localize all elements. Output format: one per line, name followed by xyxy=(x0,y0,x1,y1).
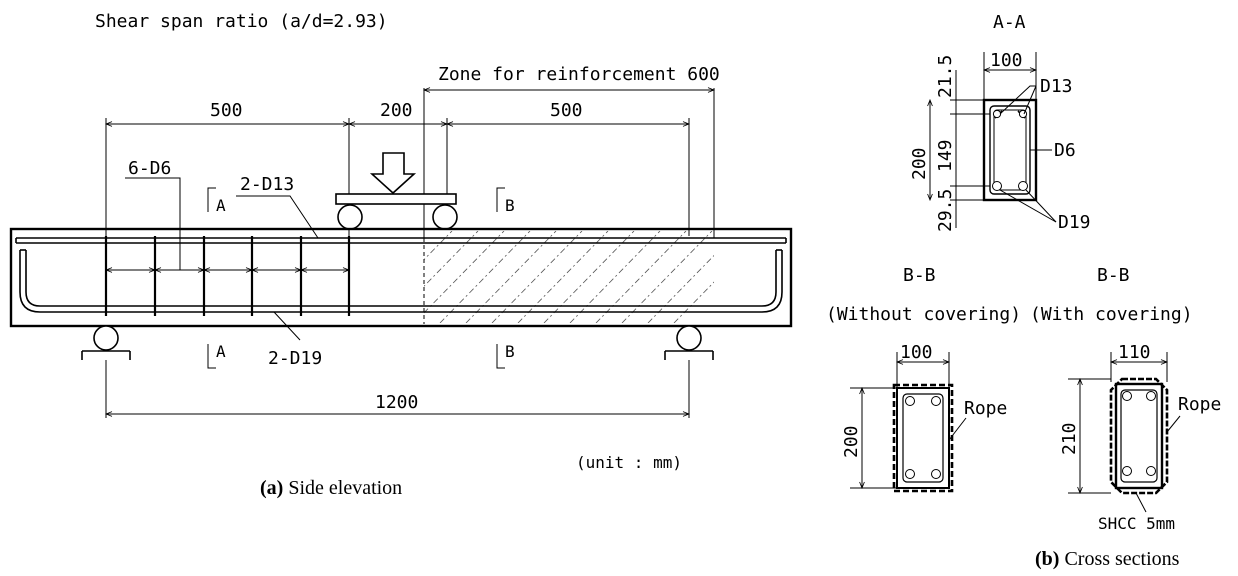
bb-with-shcc-label: SHCC 5mm xyxy=(1098,514,1175,533)
section-aa-title: A-A xyxy=(993,12,1026,33)
bb-without-subtitle: (Without covering) xyxy=(826,304,1021,325)
left-support-icon xyxy=(81,325,131,360)
bottom-bar-label: 2-D19 xyxy=(268,348,322,369)
unit-note: (unit : mm) xyxy=(576,453,682,472)
stirrup-spacing: 6-D6 xyxy=(106,158,349,270)
aa-width: 100 xyxy=(990,50,1023,71)
aa-dim-bot: 29.5 xyxy=(935,189,956,232)
stirrup-label: 6-D6 xyxy=(128,158,171,179)
top-dimensions: 500 200 500 xyxy=(106,100,689,236)
aa-top-bar-label: D13 xyxy=(1040,76,1073,97)
top-bar-label: 2-D13 xyxy=(240,174,294,195)
svg-text:B: B xyxy=(505,342,515,361)
bb-with-height: 210 xyxy=(1059,422,1080,455)
aa-dim-top: 21.5 xyxy=(935,55,956,98)
section-aa: A-A 100 200 21.5 149 29.5 D13 D6 D19 xyxy=(909,12,1091,233)
dim-500-right: 500 xyxy=(550,100,583,121)
bb-without-height: 200 xyxy=(841,425,862,458)
dim-200: 200 xyxy=(380,100,413,121)
stirrups xyxy=(104,236,351,316)
aa-stirrup-label: D6 xyxy=(1054,140,1076,161)
svg-text:A: A xyxy=(216,342,226,361)
dim-1200: 1200 xyxy=(375,392,418,413)
bb-with-rope-label: Rope xyxy=(1178,394,1221,415)
reinforcement-zone xyxy=(424,231,714,323)
bb-without-rope-label: Rope xyxy=(964,398,1007,419)
caption-b: (b) Cross sections xyxy=(1035,548,1180,570)
aa-dim-mid: 149 xyxy=(935,139,956,172)
section-bb-without: B-B (Without covering) 100 200 Rope xyxy=(826,265,1021,493)
bb-without-width: 100 xyxy=(900,342,933,363)
svg-text:A: A xyxy=(216,196,226,215)
caption-a: (a) Side elevation xyxy=(260,477,402,499)
zone-dimension: Zone for reinforcement 600 xyxy=(424,64,720,238)
right-support-icon xyxy=(664,325,714,360)
span-dimension: 1200 xyxy=(106,360,689,418)
bb-with-width: 110 xyxy=(1118,342,1151,363)
bb-with-title: B-B xyxy=(1097,265,1130,286)
shear-span-title: Shear span ratio (a/d=2.93) xyxy=(95,11,388,32)
bottom-rebar xyxy=(19,249,783,313)
top-rebar xyxy=(15,237,787,244)
aa-bottom-bar-label: D19 xyxy=(1058,212,1091,233)
section-marker-a: A A xyxy=(207,187,226,369)
bb-with-subtitle: (With covering) xyxy=(1030,304,1193,325)
section-marker-b: B B xyxy=(496,187,515,369)
dim-500-left: 500 xyxy=(210,100,243,121)
aa-height: 200 xyxy=(909,147,930,180)
svg-text:B: B xyxy=(505,196,515,215)
zone-label: Zone for reinforcement 600 xyxy=(438,64,720,85)
beam-outline xyxy=(9,227,793,328)
bb-without-title: B-B xyxy=(903,265,936,286)
load-arrow-icon xyxy=(335,152,458,230)
section-bb-with: B-B (With covering) 110 210 Rope SHCC 5m… xyxy=(1030,265,1221,533)
